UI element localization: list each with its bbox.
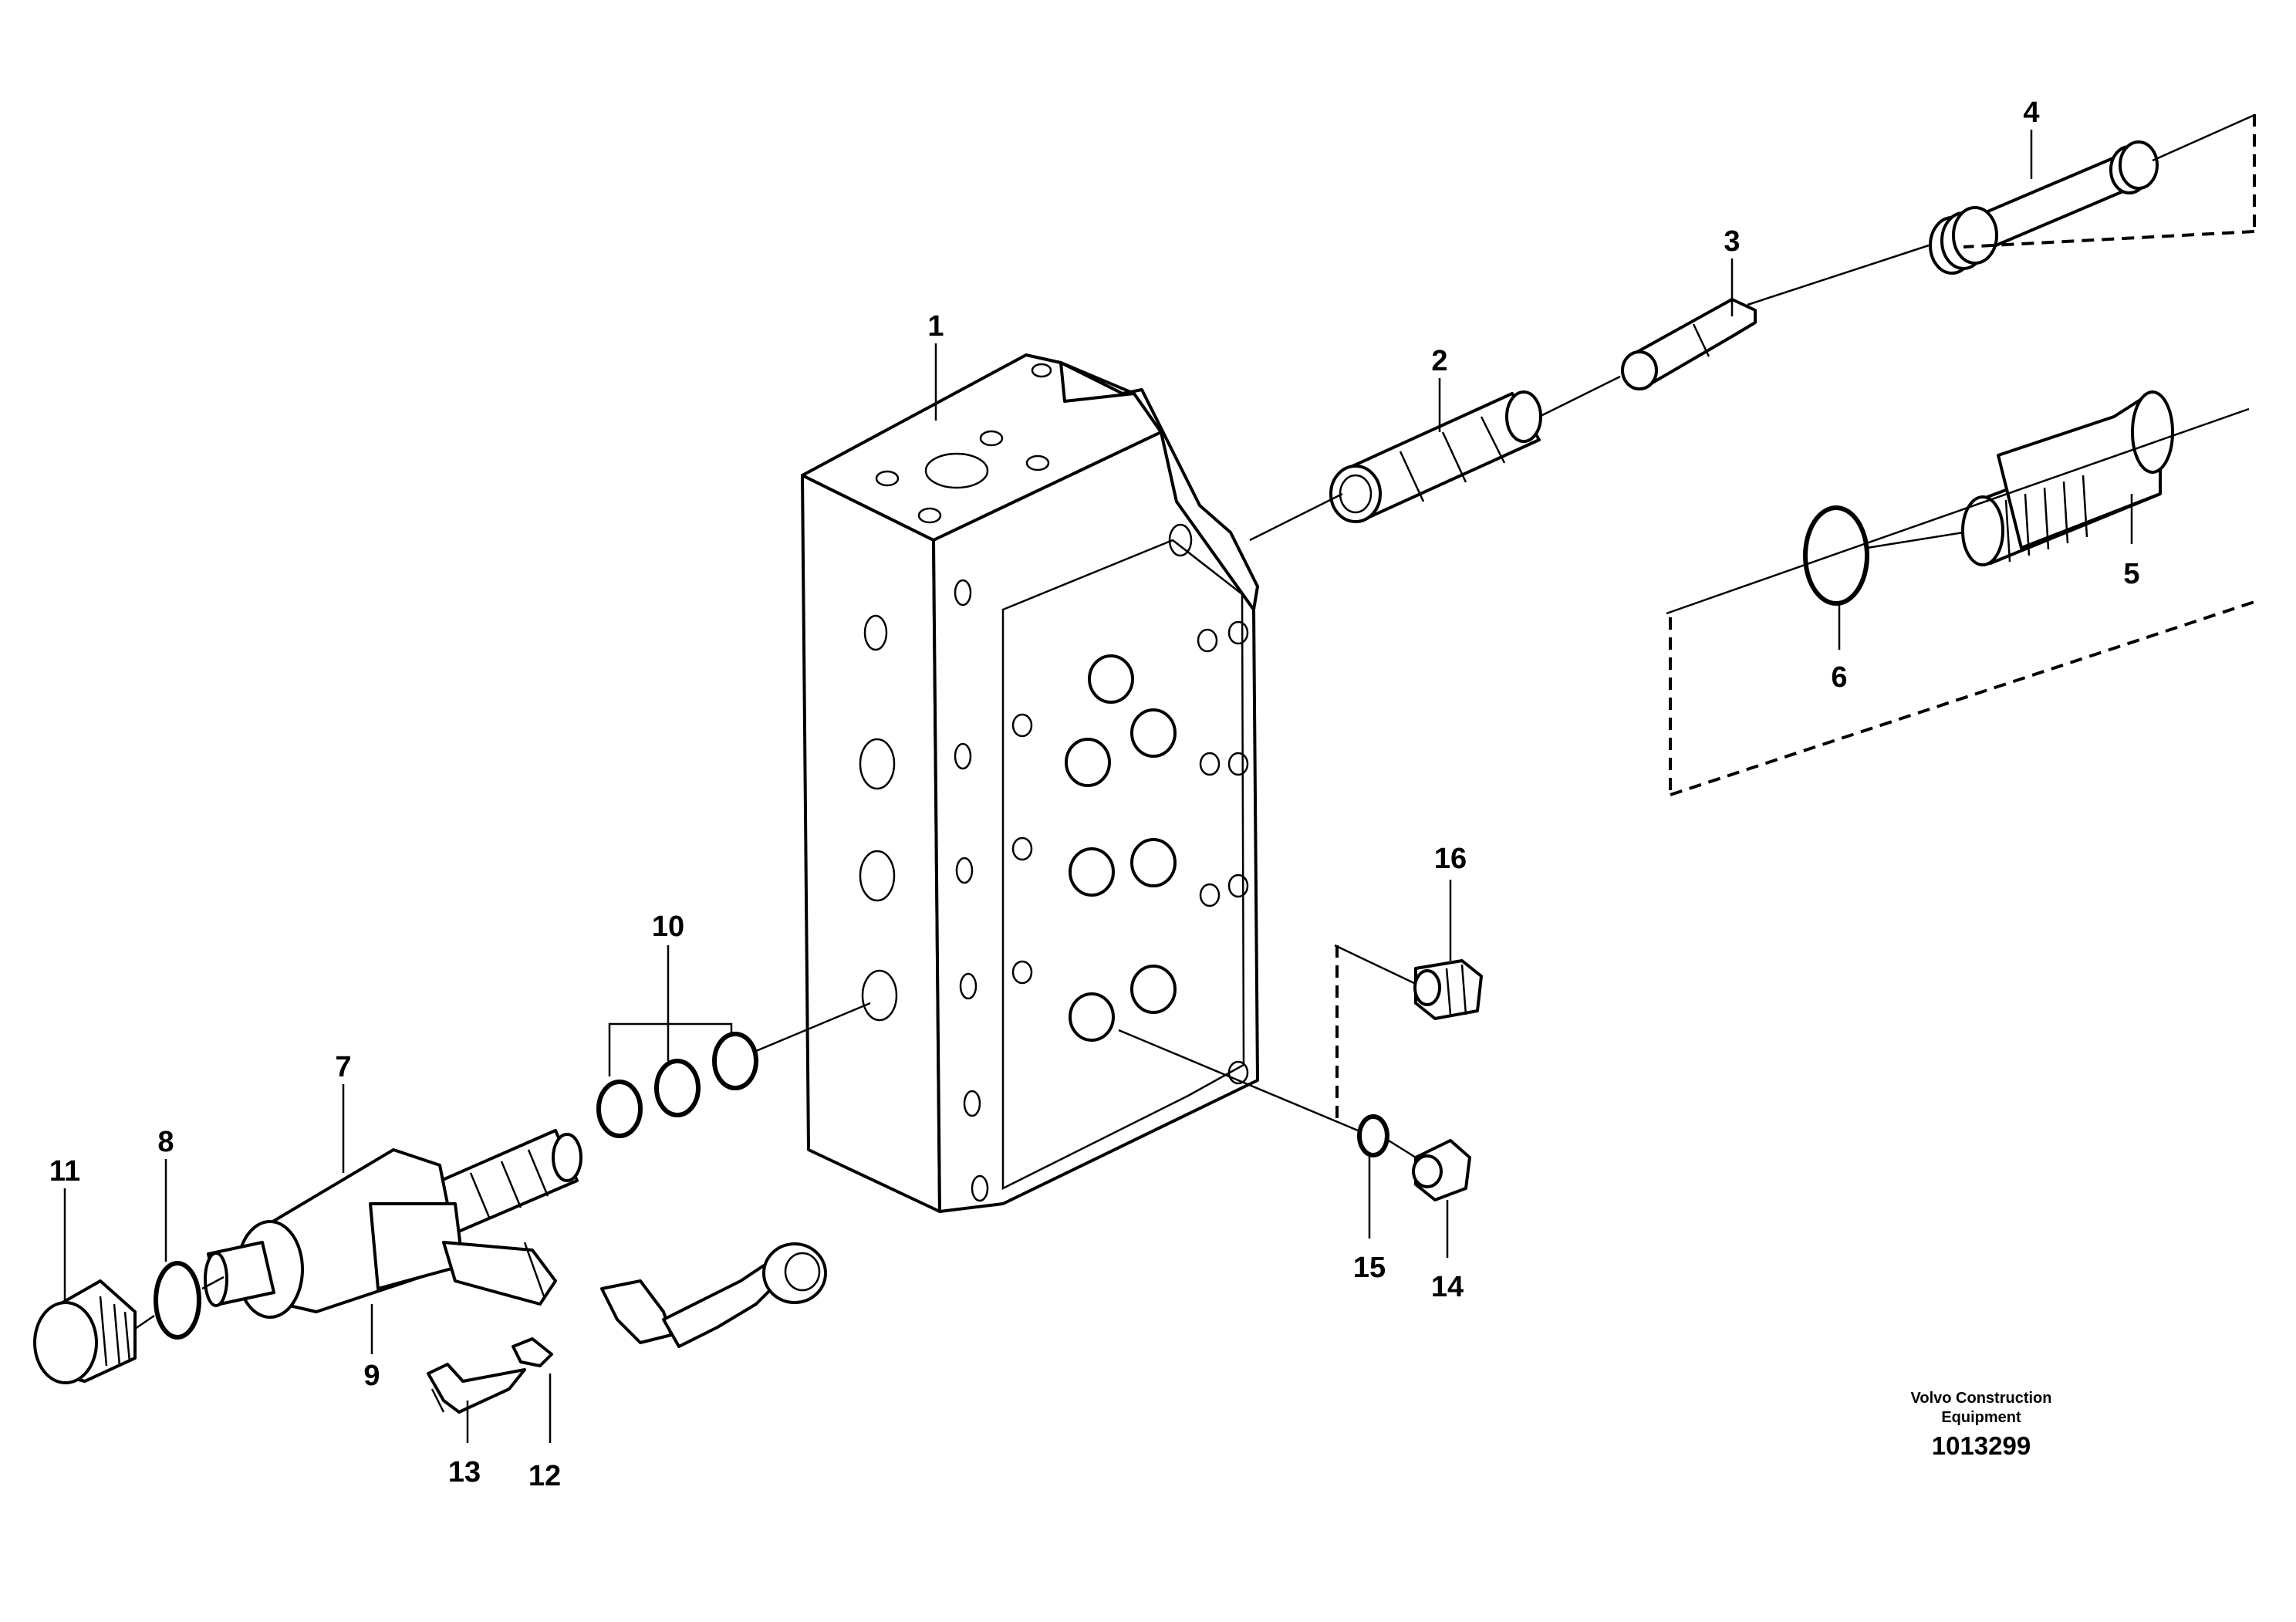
solenoid-valve: [204, 1129, 827, 1348]
spring: [1929, 140, 2159, 275]
callout-7: 7: [335, 1051, 351, 1083]
spool: [1329, 390, 1542, 523]
assembly-lines: [134, 114, 2254, 1330]
callout-15: 15: [1353, 1252, 1386, 1284]
end-cap: [1961, 390, 2174, 566]
o-ring-8: [154, 1261, 201, 1340]
credit-line-1: Volvo Construction: [1911, 1390, 2052, 1407]
housing-bolts: [1011, 523, 1249, 1085]
callout-3: 3: [1724, 225, 1740, 258]
callout-8: 8: [157, 1126, 174, 1158]
callout-14: 14: [1431, 1271, 1464, 1303]
callout-5: 5: [2123, 558, 2139, 590]
o-rings-10: [596, 1032, 758, 1138]
callout-9: 9: [363, 1360, 380, 1392]
callout-12: 12: [528, 1460, 561, 1492]
plug-14: [1412, 1139, 1471, 1201]
callout-6: 6: [1831, 661, 1847, 694]
document-number: 1013299: [1932, 1431, 2031, 1460]
callout-16: 16: [1434, 843, 1467, 875]
dashed-guides: [1335, 114, 2256, 1123]
callout-10: 10: [652, 911, 684, 943]
valve-housing: [801, 353, 1259, 1213]
cable-clip-12: [512, 1337, 553, 1367]
callout-11: 11: [49, 1155, 80, 1188]
plug-16: [1413, 959, 1483, 1020]
credit-block: Volvo Construction Equipment 1013299: [1911, 1390, 2052, 1460]
plunger: [1621, 298, 1757, 390]
knurled-nut: [33, 1279, 137, 1384]
o-ring-6: [1803, 505, 1869, 606]
leader-lines: [63, 130, 2133, 1443]
callout-1: 1: [927, 310, 944, 343]
callout-2: 2: [1431, 345, 1447, 377]
callout-4: 4: [2023, 96, 2039, 129]
callout-13: 13: [448, 1456, 481, 1489]
o-ring-15: [1357, 1114, 1389, 1157]
credit-line-2: Equipment: [1941, 1409, 2021, 1426]
cable-tie-13: [427, 1363, 526, 1414]
callout-labels: 1 2 3 4 5 6 7 8 9 10 11 12 13 14 15 16: [49, 96, 2140, 1492]
